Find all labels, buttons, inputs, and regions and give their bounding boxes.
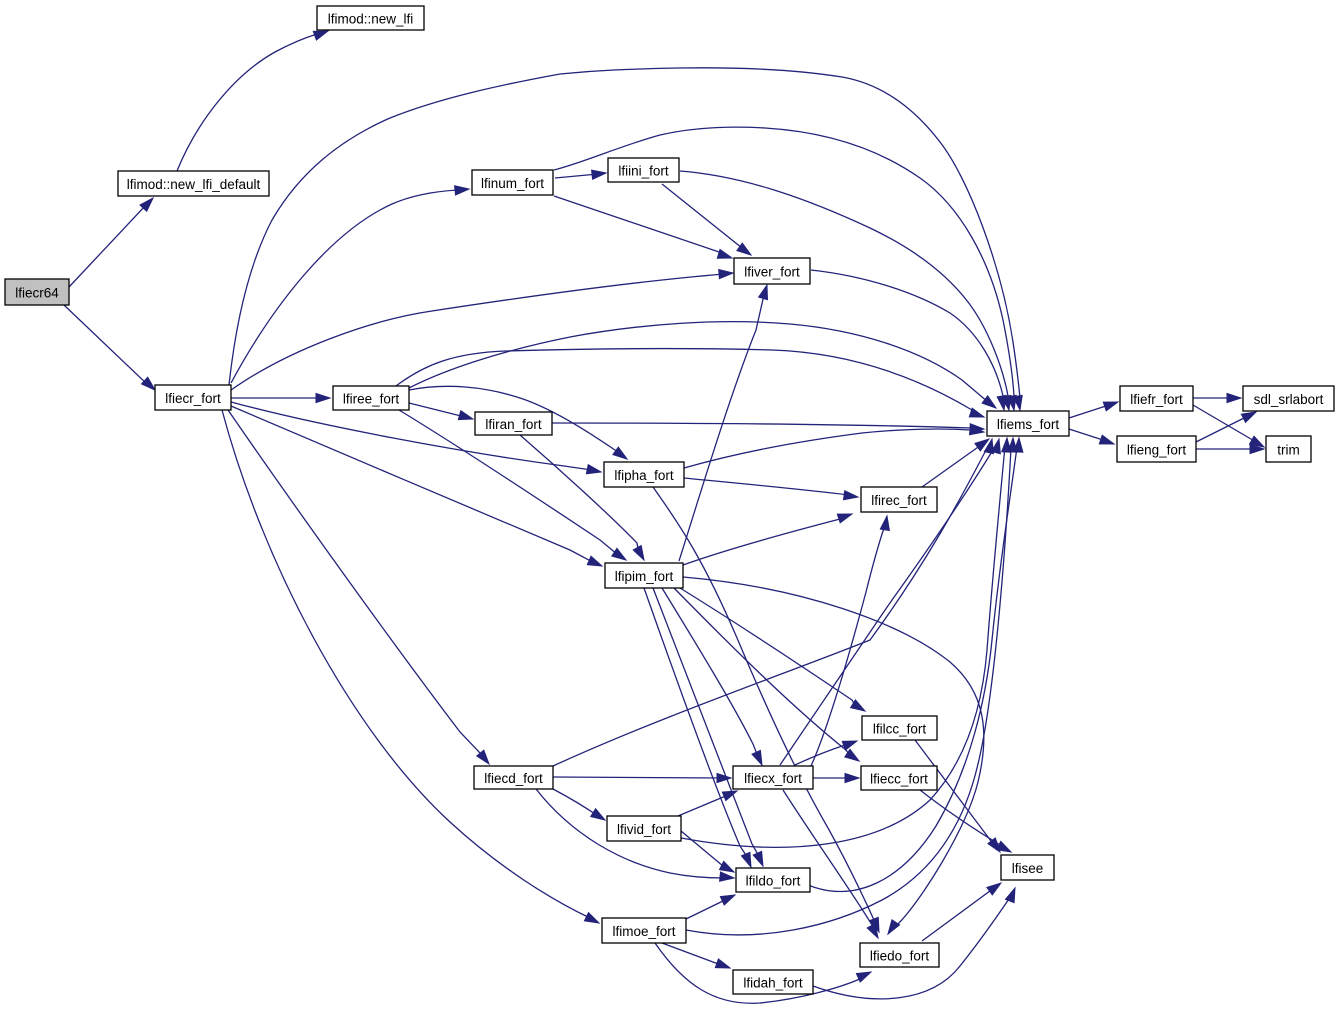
- svg-text:lfiecx_fort: lfiecx_fort: [744, 771, 802, 786]
- svg-text:lfiefr_fort: lfiefr_fort: [1130, 392, 1183, 407]
- svg-text:lfipim_fort: lfipim_fort: [615, 569, 674, 584]
- svg-text:lfiecc_fort: lfiecc_fort: [870, 772, 928, 787]
- svg-text:lfimod::new_lfi: lfimod::new_lfi: [328, 12, 414, 27]
- svg-text:lfiecr_fort: lfiecr_fort: [165, 391, 221, 406]
- svg-text:lfiree_fort: lfiree_fort: [343, 392, 400, 407]
- svg-text:trim: trim: [1277, 443, 1300, 458]
- svg-text:lfiver_fort: lfiver_fort: [744, 265, 800, 280]
- svg-text:lfimoe_fort: lfimoe_fort: [612, 924, 675, 939]
- svg-text:lfiecr64: lfiecr64: [15, 286, 59, 301]
- svg-text:lfieng_fort: lfieng_fort: [1127, 443, 1187, 458]
- svg-text:lfivid_fort: lfivid_fort: [617, 822, 671, 837]
- svg-text:lfinum_fort: lfinum_fort: [481, 176, 544, 191]
- svg-text:lfildo_fort: lfildo_fort: [746, 874, 801, 889]
- svg-text:sdl_srlabort: sdl_srlabort: [1254, 392, 1324, 407]
- svg-text:lfimod::new_lfi_default: lfimod::new_lfi_default: [127, 177, 261, 192]
- svg-text:lfipha_fort: lfipha_fort: [614, 468, 674, 483]
- svg-text:lfisee: lfisee: [1012, 861, 1044, 876]
- svg-text:lfilcc_fort: lfilcc_fort: [873, 722, 927, 737]
- svg-text:lfiini_fort: lfiini_fort: [618, 164, 669, 179]
- svg-text:lfidah_fort: lfidah_fort: [743, 976, 803, 991]
- svg-text:lfiems_fort: lfiems_fort: [997, 417, 1060, 432]
- svg-text:lfiran_fort: lfiran_fort: [485, 417, 542, 432]
- svg-text:lfirec_fort: lfirec_fort: [871, 493, 927, 508]
- svg-text:lfiedo_fort: lfiedo_fort: [870, 949, 930, 964]
- svg-text:lfiecd_fort: lfiecd_fort: [484, 771, 543, 786]
